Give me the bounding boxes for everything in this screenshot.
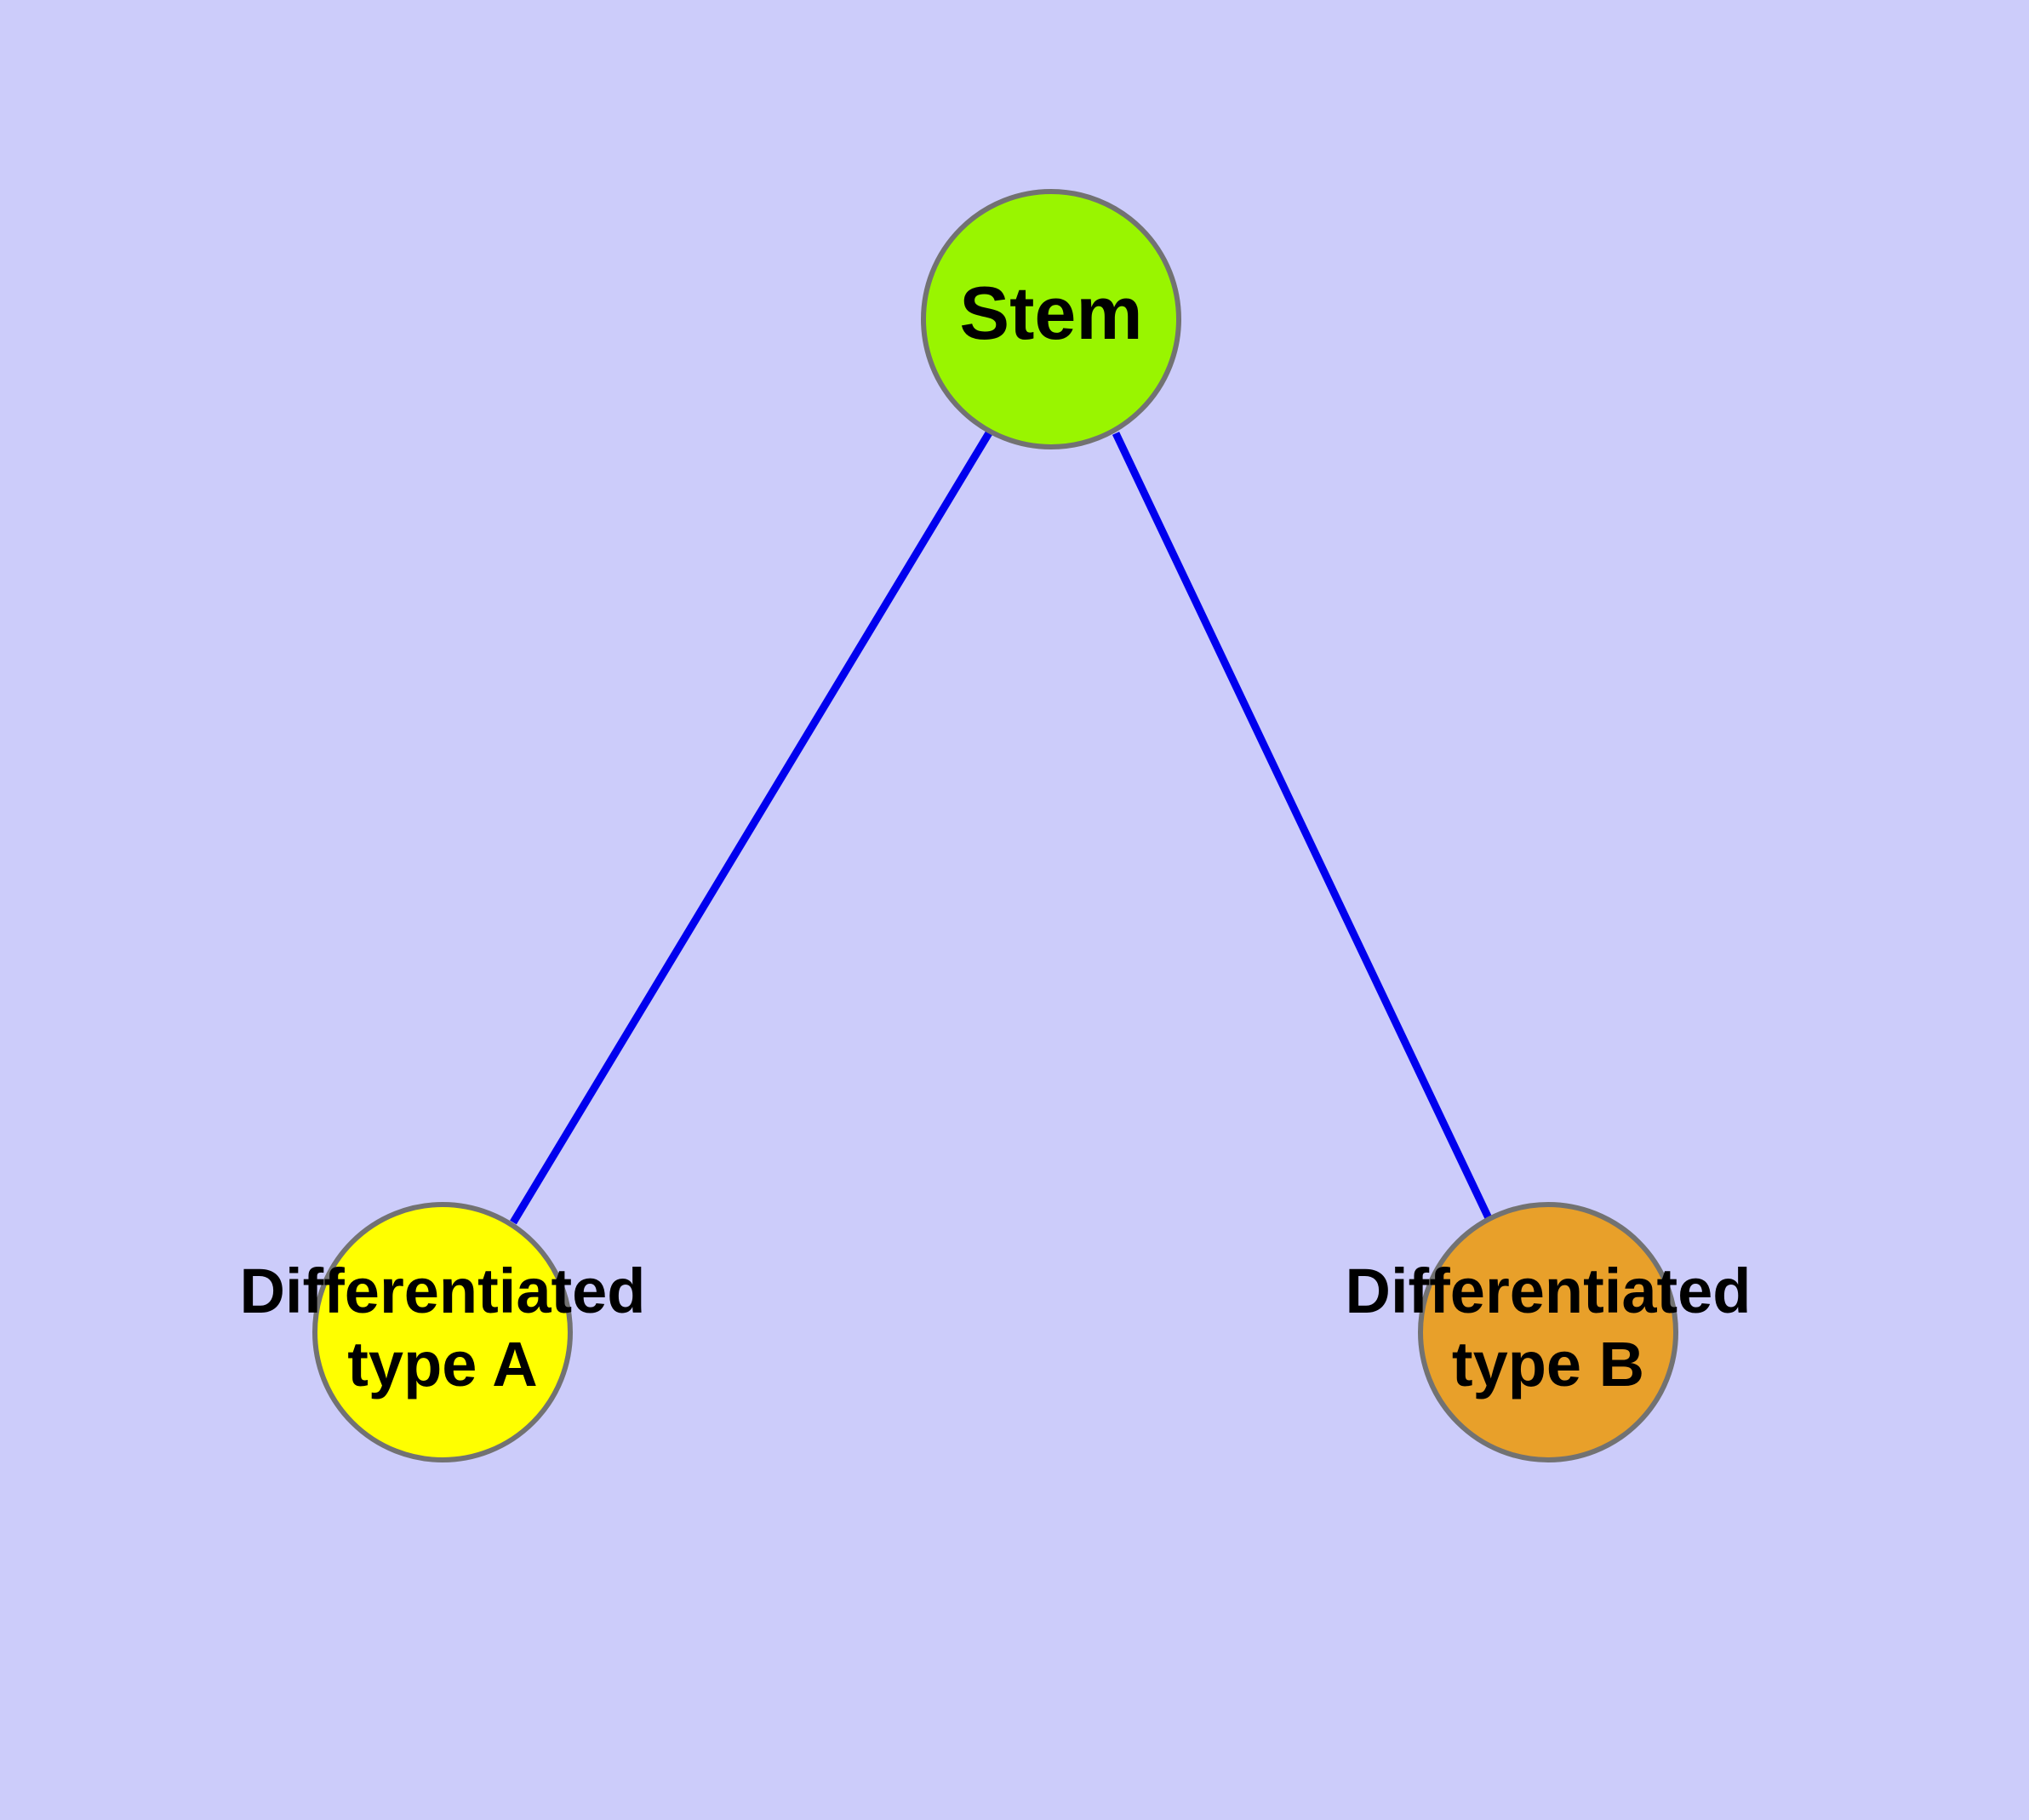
node-layer bbox=[312, 189, 1678, 1462]
edge-stem-to-diff-a[interactable] bbox=[510, 429, 993, 1225]
node-diff-b-circle[interactable] bbox=[1418, 1202, 1678, 1462]
node-label-line: Stem bbox=[959, 271, 1142, 355]
node-label-line: type A bbox=[347, 1328, 537, 1399]
node-diff-a-circle[interactable] bbox=[312, 1202, 573, 1462]
edge-stem-to-diff-b[interactable] bbox=[1112, 432, 1494, 1222]
node-label-line: Differentiated bbox=[240, 1256, 646, 1326]
node-stem-circle[interactable] bbox=[921, 189, 1181, 449]
node-label-line: type B bbox=[1452, 1328, 1644, 1399]
node-label-line: Differentiated bbox=[1346, 1256, 1752, 1326]
node-stem-label: Stem bbox=[959, 271, 1142, 355]
edge-layer bbox=[510, 429, 1494, 1225]
